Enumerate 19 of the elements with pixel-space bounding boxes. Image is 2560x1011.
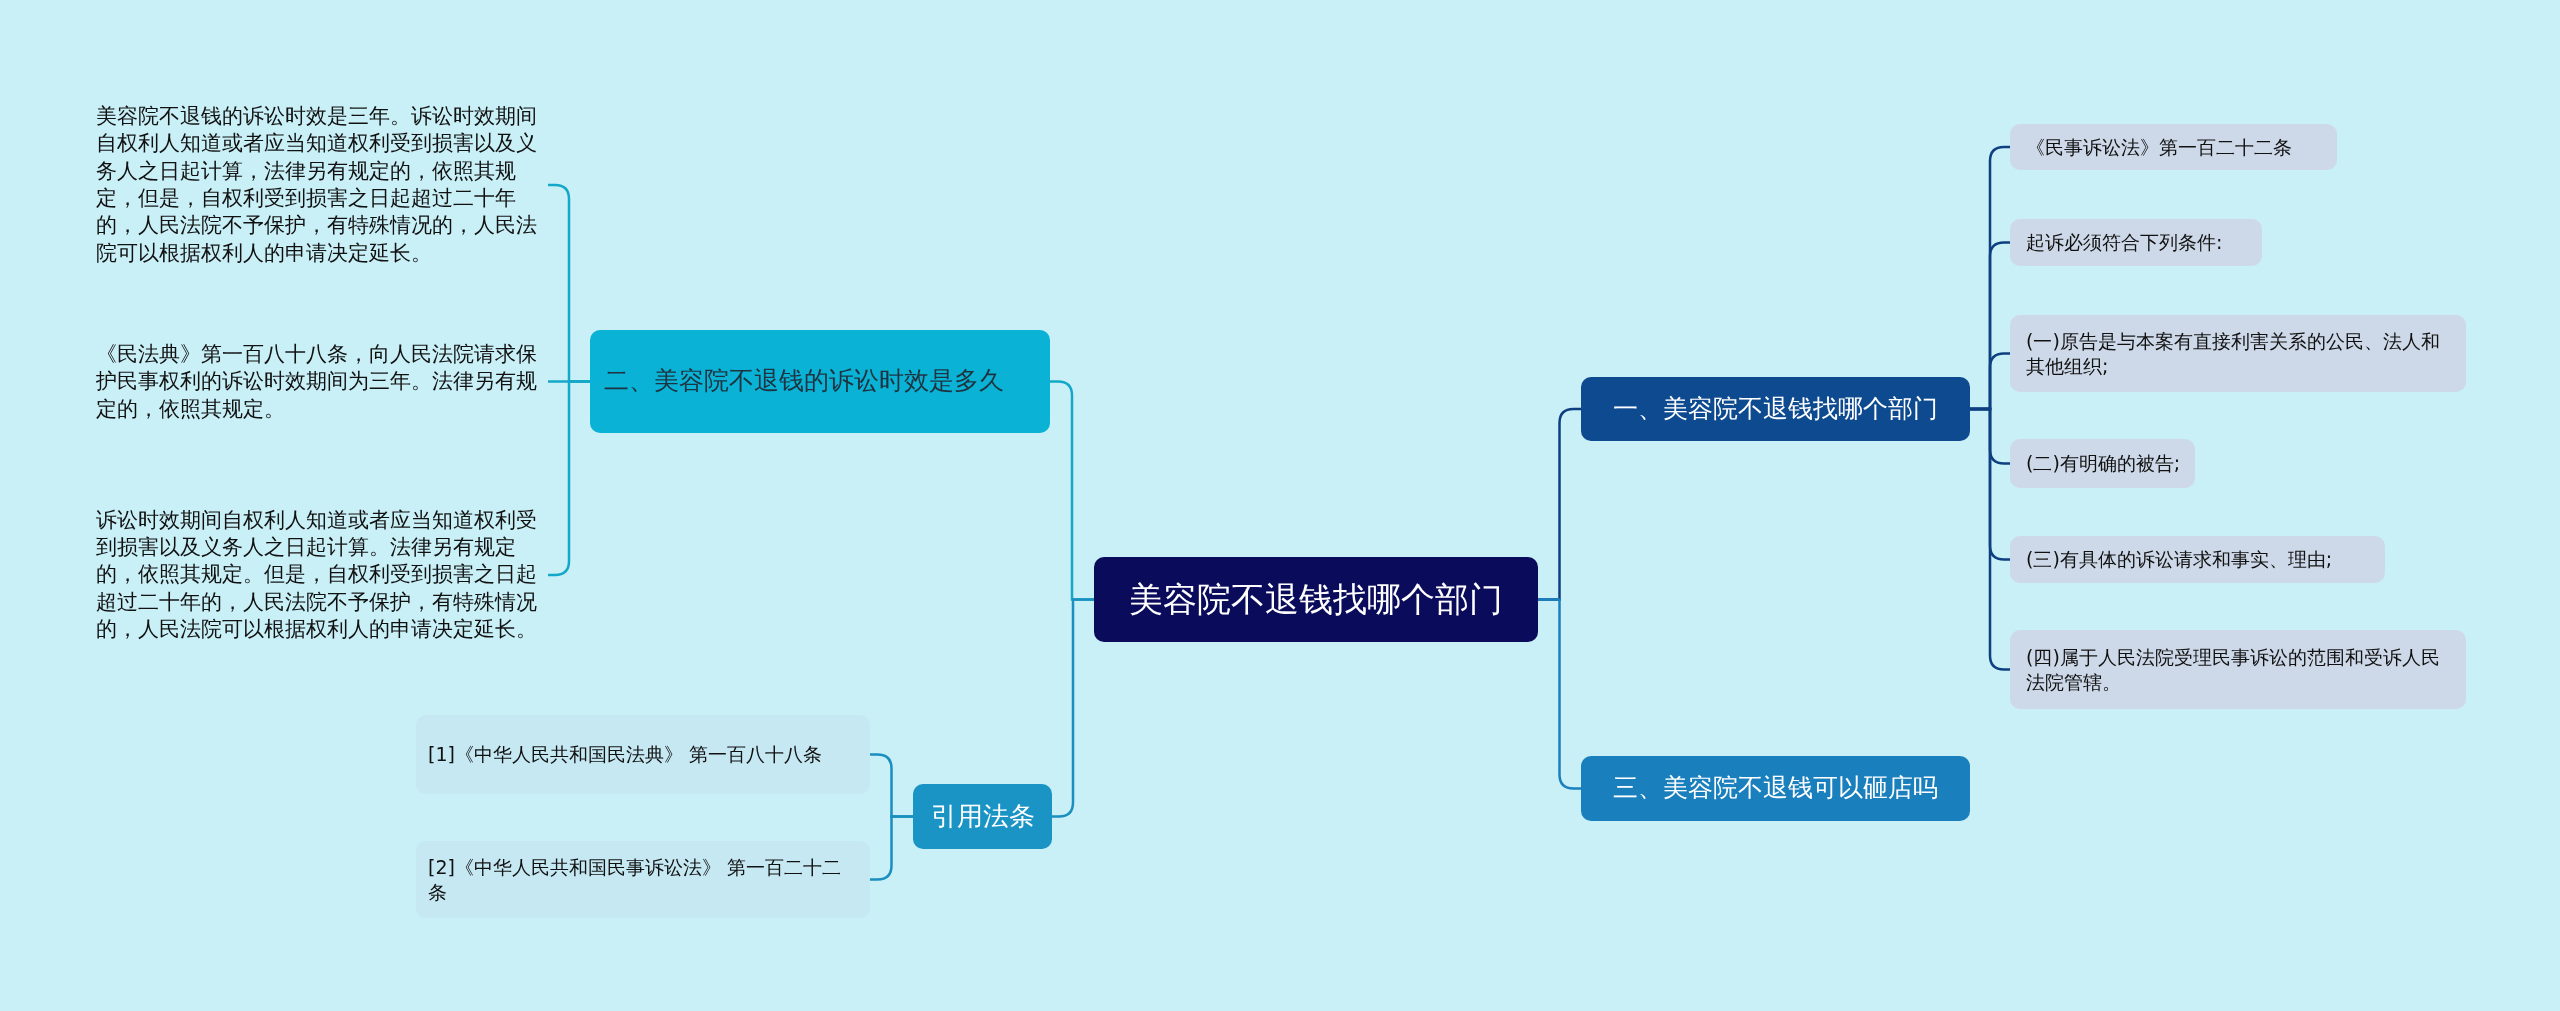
subtopic-box: [2]《中华人民共和国民事诉讼法》 第一百二十二条 xyxy=(416,841,870,918)
connector-line xyxy=(1538,598,1581,790)
topic-box: 三、美容院不退钱可以砸店吗 xyxy=(1581,756,1970,821)
subtopic-box: (二)有明确的被告; xyxy=(2010,439,2195,488)
subtopic-box: (一)原告是与本案有直接利害关系的公民、法人和其他组织; xyxy=(2010,315,2466,392)
root-topic-box: 美容院不退钱找哪个部门 xyxy=(1094,557,1538,642)
topic-box: 引用法条 xyxy=(913,784,1052,849)
subtopic-box: 《民事诉讼法》第一百二十二条 xyxy=(2010,124,2337,170)
subtopic-box: (四)属于人民法院受理民事诉讼的范围和受诉人民法院管辖。 xyxy=(2010,630,2466,709)
subtopic-box: [1]《中华人民共和国民法典》 第一百八十八条 xyxy=(416,715,870,794)
topic-box: 一、美容院不退钱找哪个部门 xyxy=(1581,377,1970,441)
connector-line xyxy=(1052,598,1094,818)
subtopic-box: (三)有具体的诉讼请求和事实、理由; xyxy=(2010,536,2385,583)
connector-line xyxy=(870,815,913,881)
note-text: 诉讼时效期间自权利人知道或者应当知道权利受到损害以及义务人之日起计算。法律另有规定的，依照其规定。但是，自权利受到损害之日起超过二十年的，人民法院不予保护，有特殊情况的，人民法院可以根据权利人的申请决定延长。 xyxy=(96,488,548,662)
note-text: 《民法典》第一百八十八条，向人民法院请求保护民事权利的诉讼时效期间为三年。法律另有规定的，依照其规定。 xyxy=(96,336,548,428)
topic-box: 二、美容院不退钱的诉讼时效是多久 xyxy=(590,330,1050,433)
note-text: 美容院不退钱的诉讼时效是三年。诉讼时效期间自权利人知道或者应当知道权利受到损害以及义务人之日起计算，法律另有规定的，依照其规定，但是，自权利受到损害之日起超过二十年的，人民法院不予保护，有特殊情况的，人民法院可以根据权利人的申请决定延长。 xyxy=(96,98,548,272)
subtopic-box: 起诉必须符合下列条件: xyxy=(2010,219,2262,266)
